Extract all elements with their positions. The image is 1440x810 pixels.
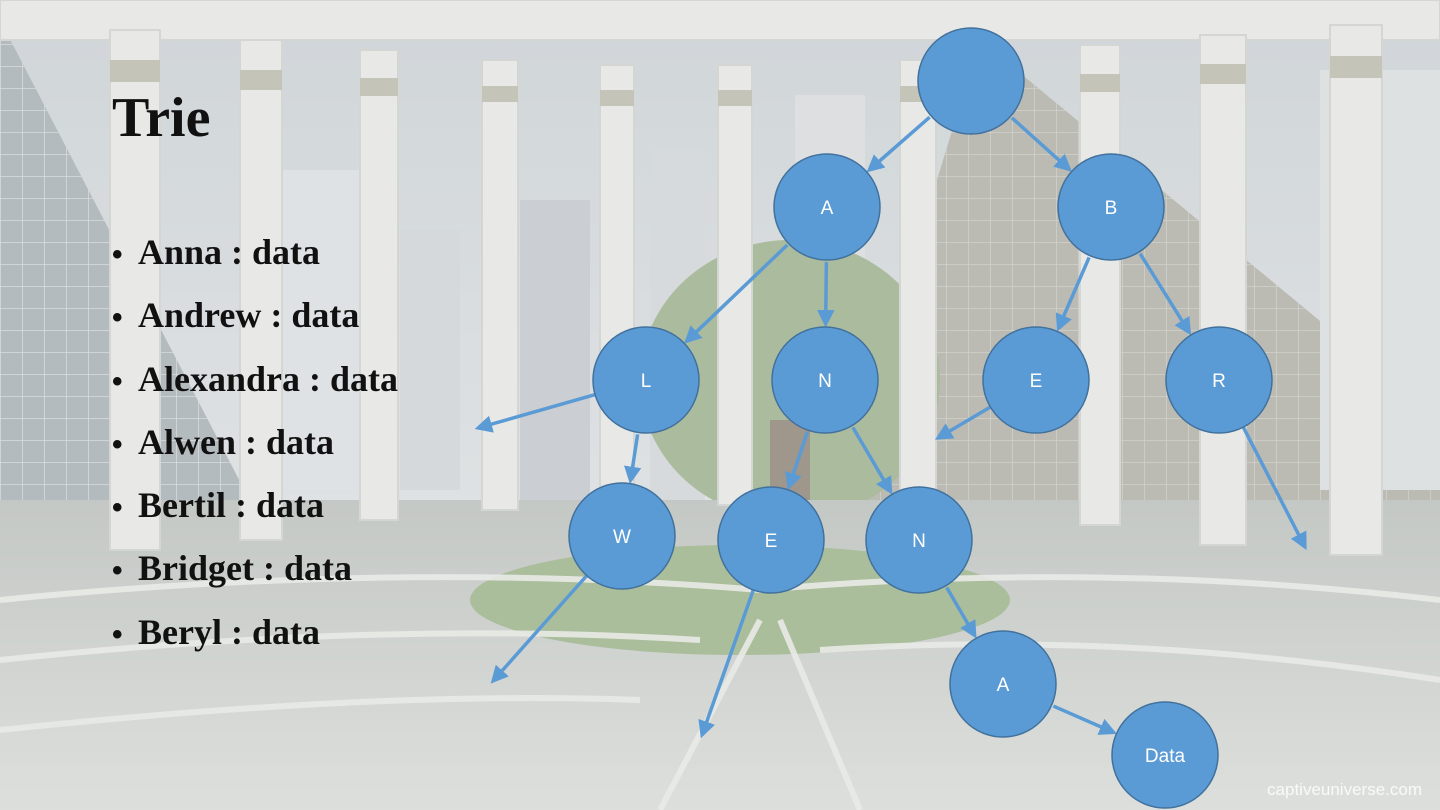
node-circle: [1111, 701, 1219, 809]
node-label: N: [818, 371, 832, 392]
edge-root-a1: [866, 115, 931, 173]
node-circle: [568, 482, 676, 590]
node-label: A: [997, 675, 1010, 696]
node-label: R: [1212, 371, 1226, 392]
bullet-dot-icon: •: [112, 427, 123, 461]
node-circle: [865, 486, 973, 594]
node-circle: [592, 326, 700, 434]
node-label: A: [821, 198, 834, 219]
node-circle: [1057, 153, 1165, 261]
bullet-dot-icon: •: [112, 364, 123, 398]
bullet-item: •Andrew : data: [112, 285, 398, 348]
edge-e1-out: [934, 404, 994, 440]
bullet-item: •Beryl : data: [112, 602, 398, 665]
node-circle: [771, 326, 879, 434]
slide-title: Trie: [112, 87, 211, 149]
edge-root-b1: [1010, 116, 1072, 172]
watermark-text: captiveuniverse.com: [1267, 780, 1422, 799]
bullet-dot-icon: •: [112, 617, 123, 651]
node-label: N: [912, 531, 926, 552]
node-label: E: [1030, 371, 1043, 392]
trie-edges: [474, 115, 1307, 739]
bullet-item: •Bertil : data: [112, 475, 398, 538]
trie-nodes: A B L N E R W E N A Data: [568, 27, 1273, 809]
node-label: Data: [1145, 746, 1186, 767]
edge-r1-out: [1240, 424, 1307, 551]
trie-node-n2: N: [865, 486, 973, 594]
bullet-dot-icon: •: [112, 554, 123, 588]
trie-node-b1: B: [1057, 153, 1165, 261]
bullet-item: •Bridget : data: [112, 538, 398, 601]
trie-node-a2: A: [949, 630, 1057, 738]
edge-w1-out: [490, 572, 590, 684]
edge-b1-r1: [1138, 252, 1192, 336]
edge-a1-l1: [683, 243, 789, 344]
trie-node-e1: E: [982, 326, 1090, 434]
bullet-item: •Anna : data: [112, 222, 398, 285]
bullet-dot-icon: •: [112, 301, 123, 335]
edge-b1-e1: [1055, 256, 1091, 332]
edge-n1-n2: [851, 426, 893, 495]
trie-node-root: [917, 27, 1025, 135]
node-circle: [982, 326, 1090, 434]
node-circle: [717, 486, 825, 594]
node-circle: [773, 153, 881, 261]
trie-node-e2: E: [717, 486, 825, 594]
trie-node-l1: L: [592, 326, 700, 434]
bullet-list: •Anna : data •Andrew : data •Alexandra :…: [112, 222, 398, 665]
edge-a1-n1: [817, 261, 835, 328]
edge-l1-out: [474, 392, 598, 433]
edge-n2-a2: [945, 586, 977, 639]
edge-e2-out: [698, 587, 756, 739]
node-label: E: [765, 531, 778, 552]
edge-n1-e2: [785, 431, 810, 491]
trie-node-n1: N: [771, 326, 879, 434]
node-label: W: [613, 527, 631, 548]
node-label: L: [641, 371, 652, 392]
trie-node-r1: R: [1165, 326, 1273, 434]
node-label: B: [1105, 198, 1118, 219]
node-circle: [917, 27, 1025, 135]
bullet-item: •Alwen : data: [112, 412, 398, 475]
trie-node-a1: A: [773, 153, 881, 261]
trie-node-w1: W: [568, 482, 676, 590]
edge-a2-data: [1052, 704, 1117, 735]
bullet-dot-icon: •: [112, 491, 123, 525]
bullet-dot-icon: •: [112, 238, 123, 271]
bullet-item: •Alexandra : data: [112, 349, 398, 412]
trie-node-data: Data: [1111, 701, 1219, 809]
node-circle: [1165, 326, 1273, 434]
edge-l1-w1: [623, 434, 642, 485]
node-circle: [949, 630, 1057, 738]
